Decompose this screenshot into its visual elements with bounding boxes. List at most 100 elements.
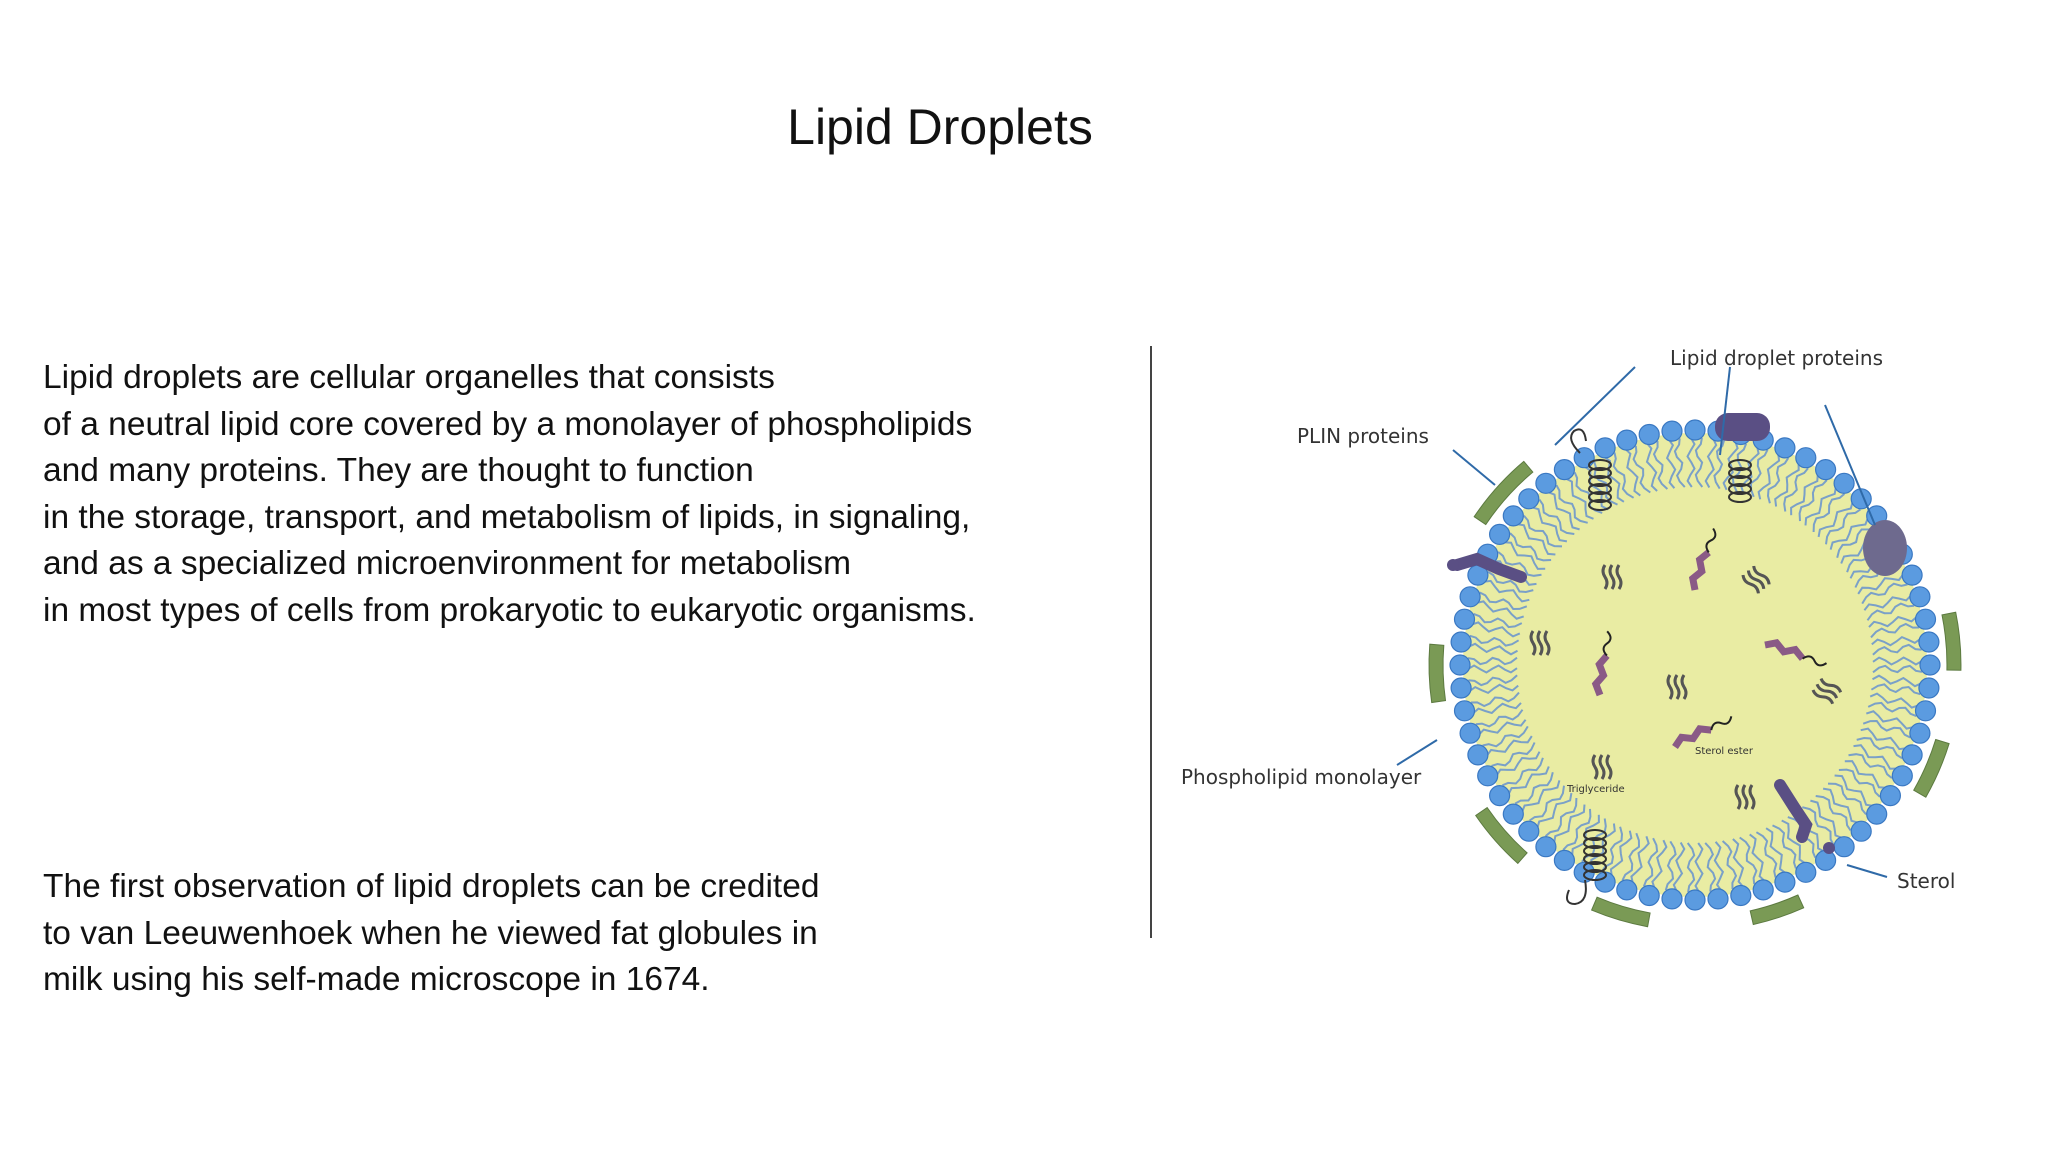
ester-tail: [1705, 527, 1717, 553]
phospholipid-tail: [1476, 600, 1525, 620]
phospholipid-tail: [1495, 751, 1541, 777]
phospholipid-head: [1453, 700, 1476, 722]
phospholipid-tail: [1523, 514, 1563, 548]
phospholipid-tail: [1555, 484, 1588, 524]
text-line: in the storage, transport, and metabolis…: [43, 498, 971, 536]
triglyceride-chain: [1529, 630, 1537, 656]
triglyceride-chain: [1734, 784, 1742, 810]
amphipathic-helix: [1583, 829, 1607, 881]
phospholipid-head: [1774, 437, 1796, 459]
phospholipid-head: [1914, 608, 1937, 630]
phospholipid-head: [1553, 849, 1575, 872]
helix-turn: [1583, 861, 1607, 873]
phospholipid-tail: [1870, 683, 1921, 696]
plin-protein: [1475, 806, 1528, 865]
phospholipid-tail: [1815, 795, 1852, 831]
phospholipid-tail: [1645, 442, 1658, 492]
leader-line-sterol: [1846, 864, 1888, 878]
phospholipid-tail: [1473, 612, 1523, 629]
helix-turn: [1588, 459, 1612, 471]
triglyceride-chain: [1746, 570, 1766, 590]
phospholipid-tail: [1469, 634, 1520, 647]
phospholipid-tail: [1860, 727, 1907, 751]
phospholipid-tail: [1507, 766, 1550, 795]
phospholipid-tail: [1529, 785, 1565, 822]
phospholipid-tail: [1571, 814, 1600, 857]
phospholipid-head: [1918, 677, 1940, 699]
phospholipid-tail: [1867, 701, 1917, 718]
phospholipid-head: [1638, 884, 1660, 907]
phospholipid-tail: [1672, 842, 1686, 892]
phospholipid-head: [1502, 505, 1524, 527]
helix-turn: [1588, 483, 1612, 495]
leader-line-droplet-proteins: [1824, 404, 1876, 526]
plin-protein: [1749, 894, 1805, 926]
phospholipid-tail: [1872, 643, 1922, 656]
phospholipid-head: [1833, 472, 1855, 494]
phospholipid-head: [1489, 785, 1511, 807]
plin-protein: [1473, 460, 1534, 526]
phospholipid-tail: [1722, 441, 1739, 491]
phospholipid-head: [1450, 677, 1472, 699]
phospholipid-head: [1638, 423, 1660, 446]
phospholipid-tail: [1827, 782, 1867, 816]
phospholipid-tail: [1749, 833, 1766, 882]
text-line: in most types of cells from prokaryotic …: [43, 591, 976, 629]
phospholipid-tail: [1848, 753, 1893, 779]
sterol-ester-molecule: [1591, 630, 1612, 697]
phospholipid-tail: [1479, 591, 1528, 611]
phospholipid-tail: [1468, 674, 1518, 687]
sterol-head: [1447, 559, 1459, 571]
phospholipid-head: [1453, 608, 1476, 630]
triglyceride-chain: [1608, 564, 1616, 590]
phospholipid-tail: [1817, 501, 1854, 538]
triglyceride-chain: [1601, 564, 1609, 590]
paragraph-definition: Lipid droplets are cellular organelles t…: [43, 355, 976, 634]
phospholipid-tail: [1486, 735, 1533, 757]
label-phospholipid-monolayer: Phospholipid monolayer: [1181, 765, 1422, 789]
plin-protein: [1913, 738, 1950, 798]
phospholipid-tail: [1467, 664, 1518, 674]
triglyceride-chain: [1741, 784, 1749, 810]
triglyceride-molecule: [1591, 754, 1613, 780]
phospholipid-head: [1661, 420, 1683, 442]
phospholipid-tail: [1652, 440, 1669, 490]
phospholipid-head: [1795, 861, 1817, 883]
phospholipid-tail: [1834, 774, 1874, 807]
phospholipid-tail: [1565, 477, 1594, 520]
phospholipid-tail: [1694, 842, 1704, 893]
text-line: and many proteins. They are thought to f…: [43, 452, 754, 489]
phospholipid-tail: [1630, 835, 1650, 884]
phospholipid-tail: [1467, 656, 1518, 666]
phospholipid-tail: [1713, 841, 1725, 892]
sterol-ring: [1672, 725, 1712, 749]
phospholipid-tail: [1853, 744, 1898, 770]
phospholipid-tail: [1772, 824, 1797, 869]
triglyceride-chain: [1811, 689, 1835, 705]
sterol-ester-molecule: [1688, 527, 1717, 591]
phospholipid-head: [1919, 654, 1941, 676]
phospholipid-tail: [1872, 656, 1923, 666]
phospholipid-tail: [1531, 506, 1568, 543]
phospholipid-tail: [1868, 615, 1918, 628]
leader-line-droplet-proteins: [1719, 366, 1731, 456]
sterol-molecule: [1774, 779, 1813, 843]
helix-turn: [1728, 467, 1752, 479]
phospholipid-head: [1535, 836, 1557, 858]
phospholipid-tail: [1869, 692, 1919, 709]
text-line: milk using his self-made microscope in 1…: [43, 961, 710, 998]
phospholipid-head: [1661, 888, 1683, 910]
label-leader-lines: [1396, 366, 1888, 878]
sterol-ring: [1688, 549, 1711, 591]
helix-turn: [1583, 845, 1607, 857]
phospholipid-tail: [1686, 437, 1696, 488]
phospholipid-tail: [1665, 438, 1677, 489]
helix-turn: [1588, 499, 1612, 511]
sterol-molecule: [1451, 552, 1527, 583]
phospholipid-tail: [1491, 742, 1536, 767]
phospholipid-head: [1901, 564, 1923, 586]
phospholipid-head: [1459, 586, 1481, 608]
phospholipid-tail: [1804, 486, 1837, 526]
phospholipid-tail: [1704, 842, 1717, 892]
sterol-head: [1823, 842, 1835, 854]
